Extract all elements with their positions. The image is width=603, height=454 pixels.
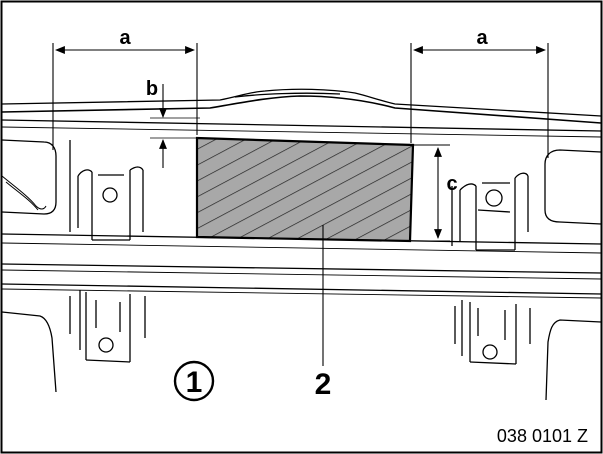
dimension-a-left-label: a [119,27,131,49]
dimension-a-right-label: a [476,27,488,49]
dimension-lines [52,43,549,366]
panel-outline [1,88,602,401]
callout-2-label: 2 [315,368,332,401]
callout-circle [173,360,215,402]
callout-1-label: 1 [186,366,203,399]
hatched-pad [195,136,415,243]
dimension-c-label: c [446,173,457,195]
figure-code: 038 0101 Z [497,426,588,446]
dimension-b-label: b [146,78,158,100]
